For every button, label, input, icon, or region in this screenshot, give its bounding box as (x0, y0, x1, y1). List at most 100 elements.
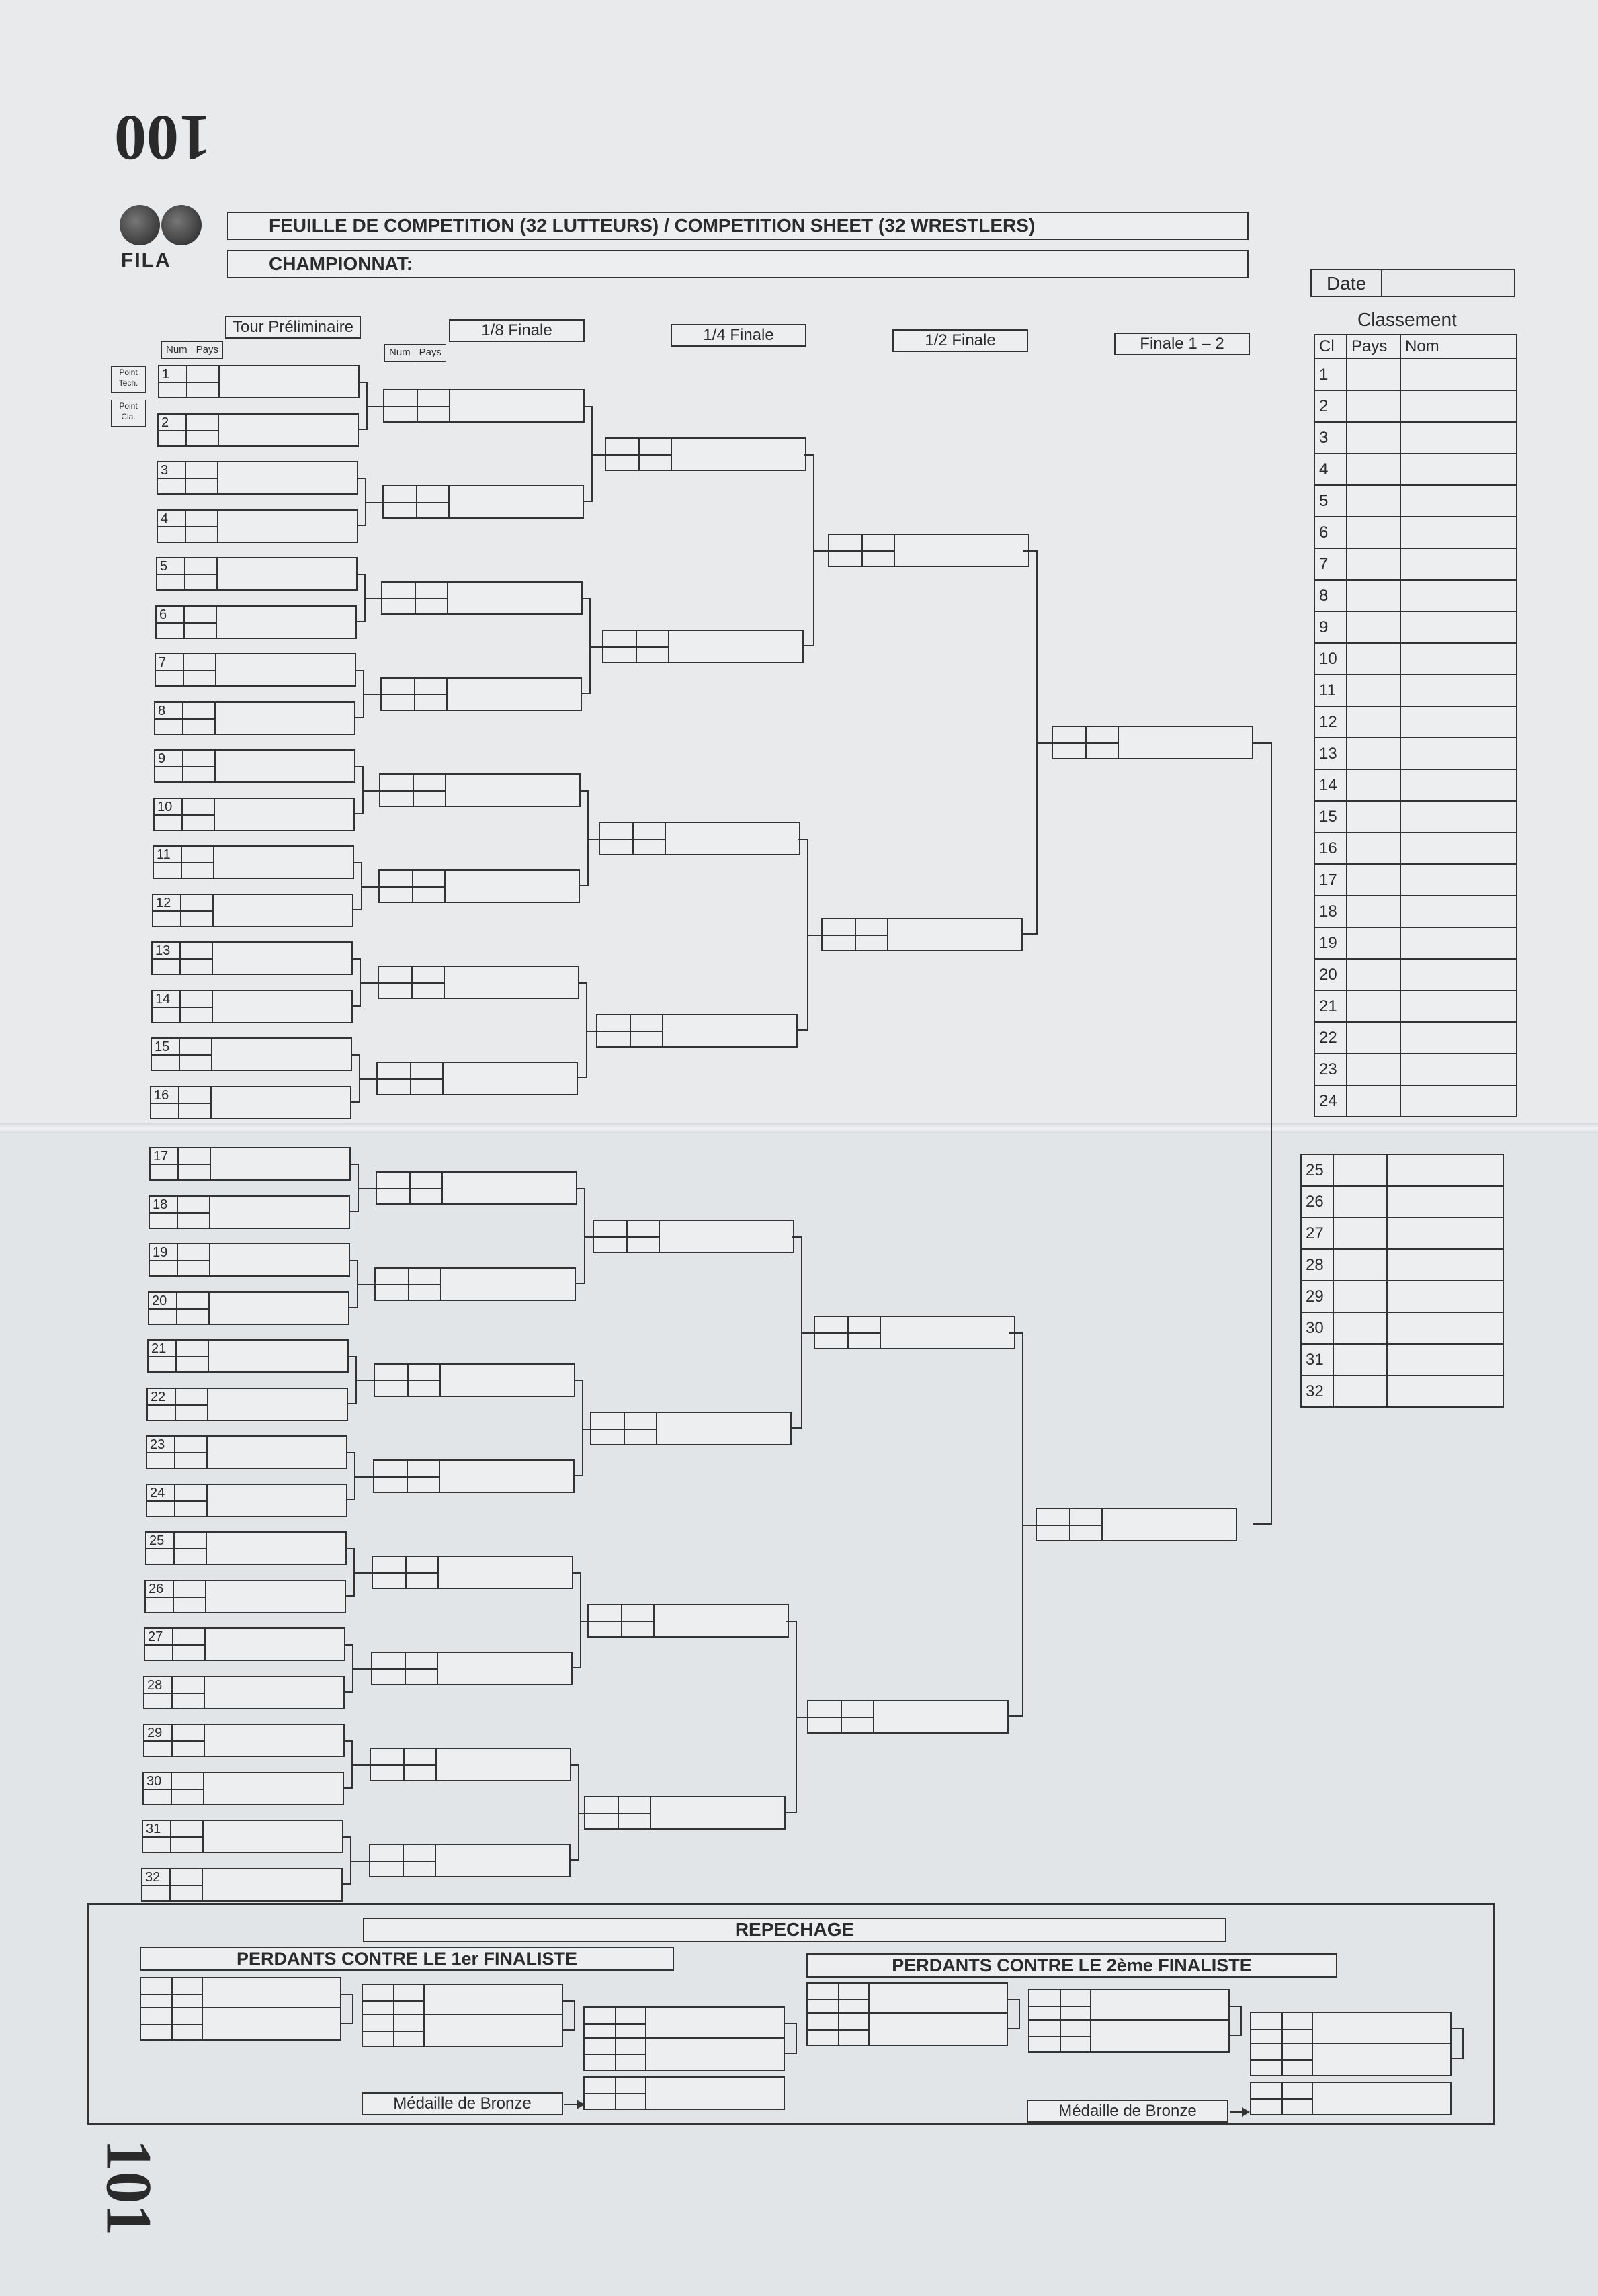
round-1-slot[interactable] (374, 1363, 575, 1397)
wrestler-slot[interactable]: 1 (158, 365, 360, 398)
round-1-slot[interactable] (381, 581, 583, 615)
nom-cell[interactable] (1400, 611, 1517, 644)
nom-cell[interactable] (1386, 1248, 1504, 1281)
nom-cell[interactable] (1386, 1154, 1504, 1187)
nom-cell[interactable] (1400, 642, 1517, 675)
repechage-slot[interactable] (806, 2012, 1008, 2046)
pays-cell[interactable] (1346, 863, 1401, 896)
pays-cell[interactable] (1346, 674, 1401, 707)
pays-cell[interactable] (1346, 421, 1401, 454)
wrestler-slot[interactable]: 20 (148, 1291, 349, 1325)
nom-cell[interactable] (1400, 358, 1517, 391)
pays-cell[interactable] (1346, 1085, 1401, 1117)
nom-cell[interactable] (1400, 548, 1517, 581)
pays-cell[interactable] (1333, 1217, 1388, 1250)
nom-cell[interactable] (1386, 1375, 1504, 1408)
wrestler-slot[interactable]: 9 (154, 749, 355, 783)
round-4-slot[interactable] (1036, 1508, 1237, 1541)
date-field[interactable]: Date (1310, 269, 1515, 297)
wrestler-slot[interactable]: 16 (150, 1086, 351, 1119)
round-2-slot[interactable] (605, 437, 806, 471)
repechage-slot[interactable] (140, 2007, 341, 2041)
nom-cell[interactable] (1400, 737, 1517, 770)
pays-cell[interactable] (1346, 548, 1401, 581)
round-1-slot[interactable] (376, 1171, 577, 1205)
round-3-slot[interactable] (814, 1316, 1015, 1349)
nom-cell[interactable] (1400, 453, 1517, 486)
round-2-slot[interactable] (593, 1220, 794, 1253)
pays-cell[interactable] (1346, 611, 1401, 644)
round-4-slot[interactable] (1052, 726, 1253, 759)
round-1-slot[interactable] (379, 773, 581, 807)
nom-cell[interactable] (1386, 1280, 1504, 1313)
wrestler-slot[interactable]: 7 (155, 653, 356, 687)
nom-cell[interactable] (1400, 990, 1517, 1023)
wrestler-slot[interactable]: 19 (149, 1243, 350, 1277)
round-3-slot[interactable] (807, 1700, 1009, 1734)
round-1-slot[interactable] (372, 1556, 573, 1589)
pays-cell[interactable] (1346, 958, 1401, 991)
repechage-slot[interactable] (362, 2014, 563, 2047)
round-2-slot[interactable] (599, 822, 800, 855)
nom-cell[interactable] (1386, 1343, 1504, 1376)
nom-cell[interactable] (1400, 421, 1517, 454)
repechage-slot[interactable] (1250, 2043, 1452, 2076)
repechage-slot[interactable] (1028, 1989, 1230, 2023)
nom-cell[interactable] (1400, 832, 1517, 865)
wrestler-slot[interactable]: 18 (149, 1195, 350, 1229)
wrestler-slot[interactable]: 28 (143, 1676, 345, 1709)
nom-cell[interactable] (1400, 958, 1517, 991)
round-1-slot[interactable] (374, 1267, 576, 1301)
nom-cell[interactable] (1400, 800, 1517, 833)
pays-cell[interactable] (1346, 800, 1401, 833)
round-2-slot[interactable] (602, 630, 804, 663)
nom-cell[interactable] (1400, 927, 1517, 960)
nom-cell[interactable] (1400, 484, 1517, 517)
pays-cell[interactable] (1346, 895, 1401, 928)
pays-cell[interactable] (1346, 579, 1401, 612)
round-2-slot[interactable] (590, 1412, 792, 1445)
wrestler-slot[interactable]: 12 (152, 894, 353, 927)
pays-cell[interactable] (1333, 1312, 1388, 1345)
pays-cell[interactable] (1333, 1280, 1388, 1313)
round-3-slot[interactable] (828, 534, 1029, 567)
wrestler-slot[interactable]: 5 (156, 557, 358, 591)
repechage-slot[interactable] (1250, 2082, 1452, 2115)
wrestler-slot[interactable]: 21 (147, 1339, 349, 1373)
wrestler-slot[interactable]: 11 (153, 845, 354, 879)
wrestler-slot[interactable]: 29 (143, 1724, 345, 1757)
wrestler-slot[interactable]: 32 (141, 1868, 343, 1902)
nom-cell[interactable] (1400, 895, 1517, 928)
nom-cell[interactable] (1400, 674, 1517, 707)
repechage-slot[interactable] (1028, 2019, 1230, 2053)
pays-cell[interactable] (1346, 1021, 1401, 1054)
nom-cell[interactable] (1400, 1021, 1517, 1054)
wrestler-slot[interactable]: 6 (155, 605, 357, 639)
nom-cell[interactable] (1400, 1085, 1517, 1117)
pays-cell[interactable] (1346, 990, 1401, 1023)
pays-cell[interactable] (1333, 1154, 1388, 1187)
wrestler-slot[interactable]: 13 (151, 941, 353, 975)
pays-cell[interactable] (1346, 390, 1401, 423)
wrestler-slot[interactable]: 24 (146, 1484, 347, 1517)
pays-cell[interactable] (1346, 1053, 1401, 1086)
wrestler-slot[interactable]: 23 (146, 1435, 347, 1469)
wrestler-slot[interactable]: 17 (149, 1147, 351, 1181)
wrestler-slot[interactable]: 26 (144, 1580, 346, 1613)
wrestler-slot[interactable]: 15 (151, 1037, 352, 1071)
nom-cell[interactable] (1386, 1217, 1504, 1250)
nom-cell[interactable] (1400, 1053, 1517, 1086)
round-1-slot[interactable] (376, 1062, 578, 1095)
pays-cell[interactable] (1333, 1375, 1388, 1408)
pays-cell[interactable] (1333, 1248, 1388, 1281)
repechage-slot[interactable] (806, 1982, 1008, 2016)
wrestler-slot[interactable]: 25 (145, 1531, 347, 1565)
pays-cell[interactable] (1346, 453, 1401, 486)
round-1-slot[interactable] (378, 966, 579, 999)
pays-cell[interactable] (1346, 516, 1401, 549)
round-1-slot[interactable] (370, 1748, 571, 1781)
pays-cell[interactable] (1346, 642, 1401, 675)
round-2-slot[interactable] (596, 1014, 798, 1048)
wrestler-slot[interactable]: 31 (142, 1820, 343, 1853)
nom-cell[interactable] (1400, 706, 1517, 738)
